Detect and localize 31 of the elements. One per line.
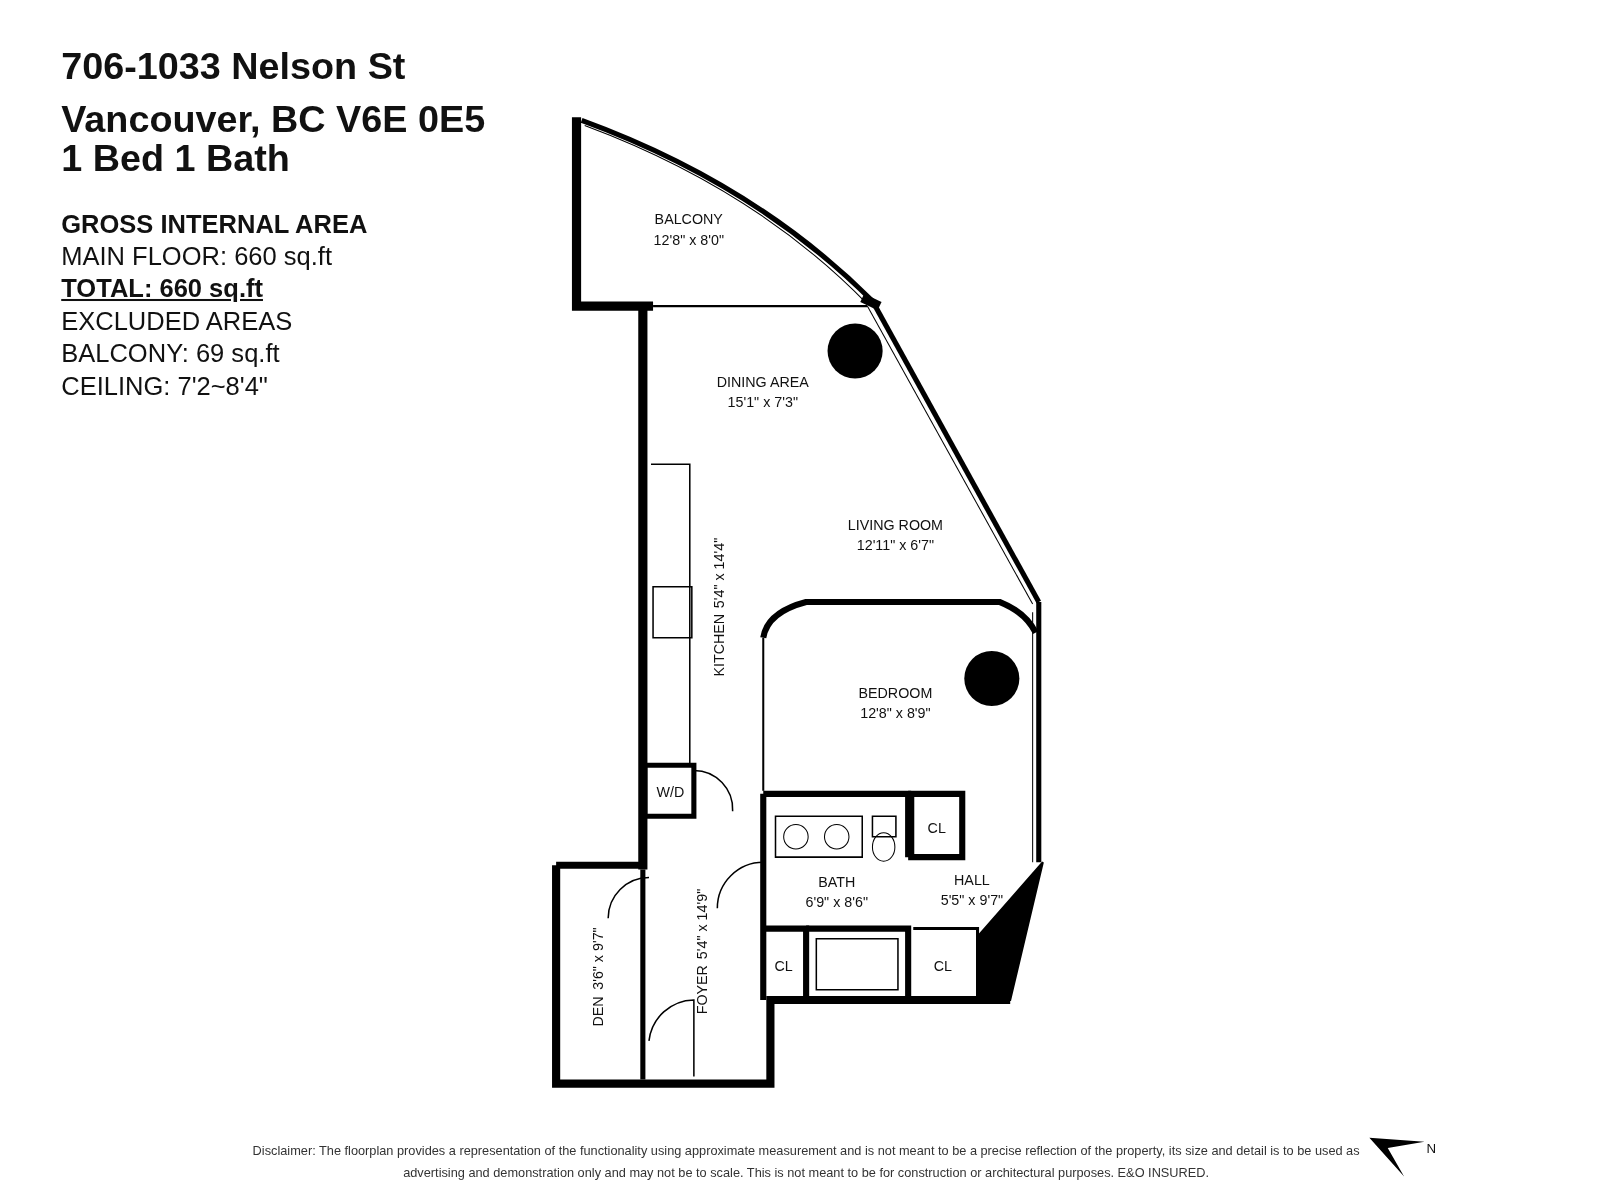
room-name: BALCONY bbox=[654, 210, 723, 230]
room-name: CL bbox=[927, 818, 946, 838]
room-name: LIVING ROOM bbox=[847, 515, 944, 535]
room-dimensions: 5'4" x 14'4" bbox=[710, 537, 729, 608]
disclaimer-text: Disclaimer: The floorplan provides a representation of the functionality using approximate measurement and is not meant to be a precise reflection of the property, its size and detail is to be used as advertising and demonstration only and may not be to scale. This is not meant to be for construction or architectural purposes. E&O INSURED. bbox=[251, 1142, 1361, 1182]
area-line: MAIN FLOOR: 660 sq.ft bbox=[61, 241, 332, 272]
room-name: CL bbox=[933, 957, 952, 977]
room-name: DEN bbox=[588, 996, 607, 1027]
room-dimensions: 15'1" x 7'3" bbox=[727, 392, 798, 413]
area-line: BALCONY: 69 sq.ft bbox=[61, 338, 280, 369]
room-name: BEDROOM bbox=[858, 683, 933, 703]
room-name: W/D bbox=[656, 782, 685, 802]
room-dimensions: 12'11" x 6'7" bbox=[856, 535, 935, 556]
area-heading: EXCLUDED AREAS bbox=[61, 306, 293, 336]
address-heading: 706-1033 Nelson St bbox=[61, 44, 406, 88]
room-dimensions: 12'8" x 8'9" bbox=[860, 704, 931, 724]
room-name: CL bbox=[774, 957, 793, 977]
room-dimensions: 5'4" x 14'9" bbox=[692, 888, 711, 960]
room-dimensions: 5'5" x 9'7" bbox=[940, 890, 1004, 911]
room-dimensions: 6'9" x 8'6" bbox=[805, 892, 868, 913]
north-label: N bbox=[1426, 1140, 1437, 1157]
room-name: BATH bbox=[818, 872, 856, 892]
room-dimensions: 12'8" x 8'0" bbox=[653, 230, 724, 250]
ceiling-height: CEILING: 7'2~8'4" bbox=[61, 371, 268, 401]
room-name: FOYER bbox=[692, 965, 711, 1015]
room-dimensions: 3'6" x 9'7" bbox=[588, 927, 607, 991]
room-name: HALL bbox=[954, 870, 990, 890]
total-area: TOTAL: 660 sq.ft bbox=[61, 273, 263, 304]
room-name: KITCHEN bbox=[710, 614, 729, 677]
room-name: DINING AREA bbox=[716, 372, 809, 392]
area-heading: GROSS INTERNAL AREA bbox=[61, 209, 368, 239]
